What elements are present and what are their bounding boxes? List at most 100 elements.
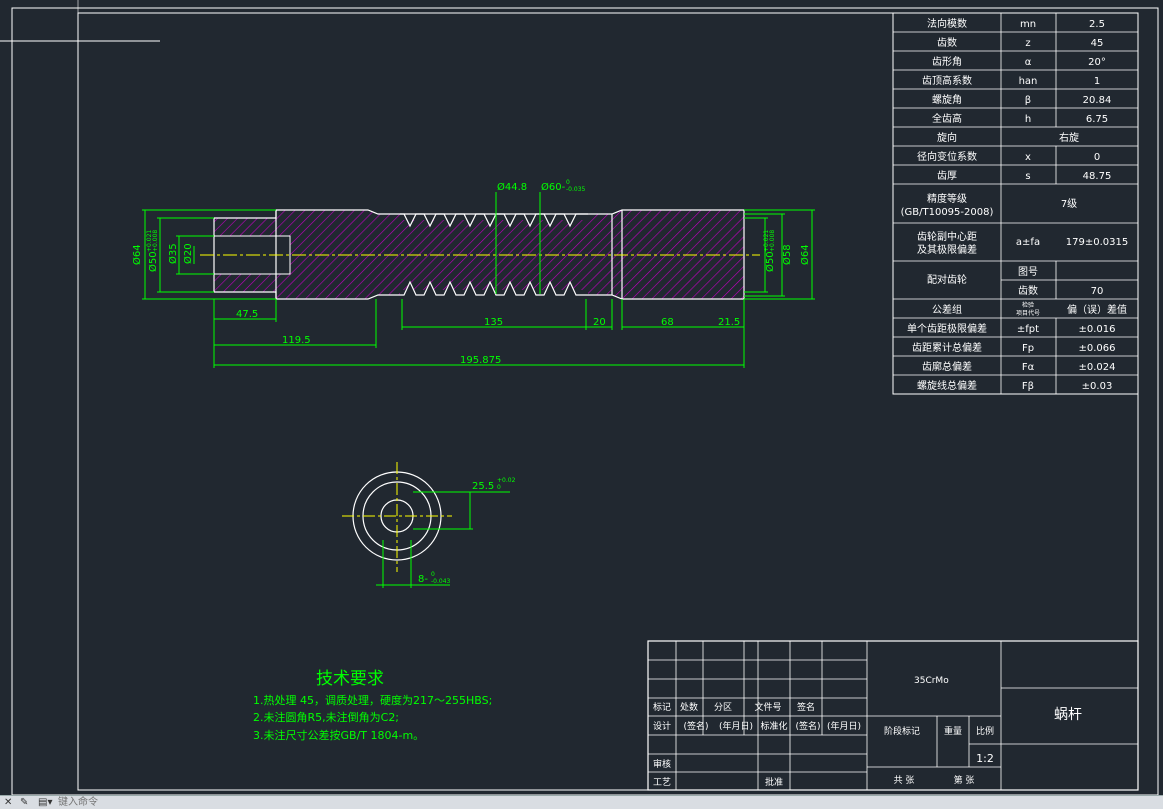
param-symbol: h [1025,114,1031,125]
command-input[interactable] [58,796,558,808]
mate-teeth-label: 齿数 [1018,284,1038,297]
precision-name: 精度等级 [927,192,967,205]
dim-d50-right-tol2: +0.008 [769,230,776,252]
crosshair-cursor [0,0,160,42]
dim-47-5: 47.5 [236,309,258,320]
precision-value: 7级 [1061,198,1077,210]
tolerance-symbol: Fp [1022,343,1034,354]
tb-scale: 比例 [976,725,994,737]
rotation-value: 右旋 [1059,131,1079,144]
tolerance-group-name: 公差组 [932,303,962,316]
tolerance-symbol: ±fpt [1017,324,1039,335]
tb-design-date: (年月日) [719,720,753,732]
dim-135: 135 [484,317,503,328]
gear-parameter-table: 法向模数 mn 2.5 齿数 z 45 齿形角 α 20° 齿顶高系数 han … [892,12,1139,395]
precision-standard: (GB/T10095-2008) [901,207,994,218]
param-value: 6.75 [1086,114,1108,125]
param-name: 齿顶高系数 [922,74,972,87]
mate-gear-name: 配对齿轮 [927,273,967,286]
param-symbol: β [1025,95,1031,106]
dim-25-5-tol2: 0 [497,484,501,491]
tolerance-symbol: Fα [1022,362,1035,373]
center-distance-name-2: 及其极限偏差 [917,243,977,256]
dim-d60-tol: 0 [566,179,570,186]
dim-25-5: 25.5 [472,481,494,492]
tb-scale-value: 1:2 [976,752,994,765]
sheet-inner-frame [77,12,1139,791]
param-value: 1 [1094,76,1100,87]
command-line: ✕ ✎ ▤▾ [0,795,1163,809]
thickness-name: 齿厚 [937,170,957,182]
param-symbol: mn [1020,19,1036,30]
tb-review: 审核 [653,758,671,770]
tb-zone: 分区 [714,702,732,713]
close-icon[interactable]: ✕ [4,797,13,808]
tolerance-name: 齿距累计总偏差 [912,341,982,354]
dim-d20: Ø20 [182,243,194,264]
dim-d60-tol2: -0.035 [566,186,586,193]
dim-keyway-8-tol: 0 [431,571,435,578]
param-name: 螺旋角 [932,93,962,106]
tolerance-group-sub2: 项目代号 [1016,309,1040,317]
technical-requirements: 技术要求 1.热处理 45，调质处理，硬度为217～255HBS; 2.未注圆角… [253,669,492,742]
dim-d58: Ø58 [781,244,793,265]
tb-standard-sign: (签名) [795,720,820,732]
thickness-value: 48.75 [1083,171,1112,182]
param-name: 全齿高 [932,112,962,125]
tb-approve: 批准 [765,776,783,788]
tb-process: 工艺 [653,777,671,788]
dim-20: 20 [593,317,606,328]
mate-teeth-value: 70 [1091,286,1104,297]
tb-design: 设计 [653,720,671,732]
tb-weight: 重量 [944,725,962,737]
tolerance-value: ±0.066 [1078,343,1115,354]
thickness-symbol: s [1025,171,1030,182]
dim-25-5-tol: +0.02 [497,477,516,484]
param-symbol: z [1025,38,1030,49]
tolerance-symbol: Fβ [1022,381,1034,392]
tolerance-name: 螺旋线总偏差 [917,379,977,392]
tech-line: 3.未注尺寸公差按GB/T 1804-m。 [253,728,424,742]
dim-d50-left-tol: +0.021 [146,230,153,252]
param-name: 齿数 [937,36,957,49]
shaft-dimension-text: Ø64 Ø50 +0.021 +0.008 Ø35 Ø20 Ø44.8 Ø60-… [131,179,811,366]
dim-d60: Ø60- [541,181,566,193]
wrench-icon[interactable]: ✎ [20,797,29,808]
tolerance-name: 单个齿距极限偏差 [907,322,987,335]
dim-119-5: 119.5 [282,335,311,346]
param-symbol: han [1019,76,1038,87]
dim-d64-left: Ø64 [131,244,143,265]
tolerance-group-value: 偏（误）差值 [1067,303,1127,316]
param-value: 20.84 [1083,95,1112,106]
dim-d50-right-tol: +0.021 [763,230,770,252]
dim-d50-left: Ø50 [147,251,159,272]
param-value: 2.5 [1089,19,1105,30]
tb-standard: 标准化 [760,720,787,732]
param-name: 法向模数 [927,17,967,30]
worm-teeth-bottom [400,280,588,296]
tb-total-sheets: 共 张 [894,775,915,786]
part-name: 蜗杆 [1054,707,1082,723]
dim-21-5: 21.5 [718,317,740,328]
param-name: 齿形角 [932,56,962,68]
tolerance-group-sub1: 检验 [1022,301,1034,309]
tb-design-sign: (签名) [683,720,708,732]
worm-shaft-section-view[interactable] [200,209,760,300]
shift-name: 径向变位系数 [917,150,977,163]
tb-doc-no: 文件号 [754,701,781,713]
dim-d50-left-tol2: +0.008 [152,230,159,252]
shaft-dimensions [142,192,815,368]
center-distance-symbol: a±fa [1016,237,1040,248]
dim-keyway-8-tol2: -0.043 [431,578,451,585]
dim-keyway-8: 8- [418,574,428,585]
title-block: 35CrMo 蜗杆 标记 处数 分区 文件号 签名 设计 (签名) (年月日) … [647,640,1139,791]
tb-standard-date: (年月日) [827,720,861,732]
tolerance-value: ±0.016 [1078,324,1115,335]
command-history-icon[interactable]: ▤▾ [38,797,53,808]
shaft-cross-section[interactable]: 25.5 +0.02 0 8- 0 -0.043 [342,462,516,588]
material: 35CrMo [914,676,949,686]
tolerance-name: 齿廓总偏差 [922,360,972,373]
dim-d50-right: Ø50 [764,251,776,272]
sheet-outer-frame [11,7,1159,795]
